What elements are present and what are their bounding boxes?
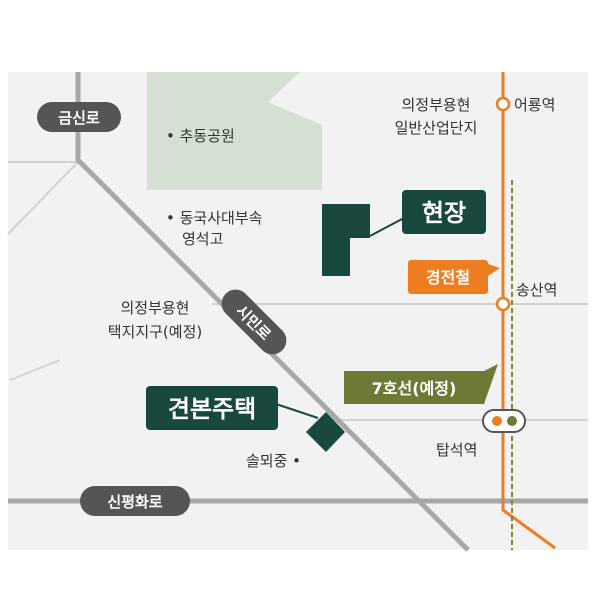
road-label-sinpyeonghwa: 신평화로 [80, 486, 190, 516]
place-label-dongguk-2: 영석고 [182, 230, 223, 248]
gyeonbon-callout-text: 견본주택 [168, 395, 256, 423]
place-label-dongguk-1: • 동국사대부속 [166, 209, 263, 227]
road-label-sinpyeonghwa-text: 신평화로 [107, 493, 162, 511]
gyeongjeon-line-end [501, 500, 556, 550]
station-label-tapseok: 탑석역 [436, 441, 477, 459]
chudong-park-area [147, 72, 322, 190]
gyeongjeon-callout: 경전철 [408, 260, 500, 294]
line7-callout: 7호선(예정) [344, 364, 498, 404]
road-label-geumsin: 금신로 [37, 102, 121, 132]
road-label-geumsin-text: 금신로 [58, 109, 100, 127]
site-building-icon [322, 204, 370, 276]
station-circle-icon [495, 96, 511, 112]
place-label-industrial-1: 의정부용현 [401, 96, 470, 114]
station-label-eoryong: 어룡역 [514, 96, 555, 114]
place-label-taekji-2: 택지지구(예정) [108, 323, 203, 341]
site-callout: 현장 [402, 190, 486, 234]
transfer-station-icon [482, 409, 526, 433]
gyeonbon-callout: 견본주택 [146, 386, 278, 430]
place-label-industrial-2: 일반산업단지 [395, 119, 478, 137]
model-house-icon [306, 412, 345, 452]
place-label-chudong-park: • 추동공원 [166, 127, 235, 145]
site-callout-text: 현장 [422, 199, 466, 227]
site-callout-leader [369, 217, 405, 237]
gyeonbon-callout-leader [275, 403, 319, 419]
place-label-taekji-1: 의정부용현 [120, 299, 189, 317]
line7-callout-text: 7호선(예정) [372, 379, 457, 398]
station-label-songsan: 송산역 [516, 281, 557, 299]
gyeongjeon-callout-text: 경전철 [426, 268, 470, 287]
station-circle-icon [495, 296, 511, 312]
chudong-park-edge [147, 160, 260, 190]
place-label-solmoe: 솔뫼중 • [246, 452, 301, 470]
